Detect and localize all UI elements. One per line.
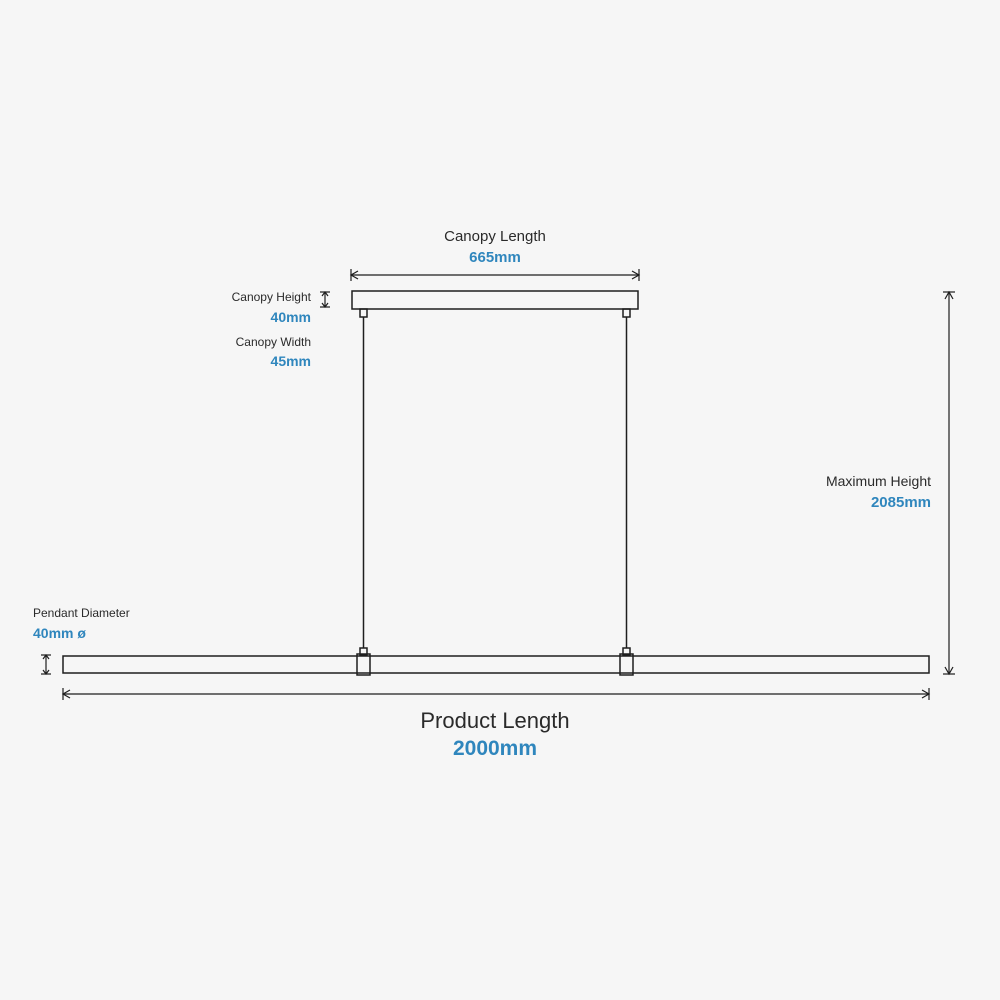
canopy-height-value: 40mm: [270, 309, 311, 325]
pendant-clamp-left: [356, 653, 371, 676]
pendant-diameter-label: Pendant Diameter: [33, 606, 130, 620]
pendant-clamp-right: [619, 653, 634, 676]
canopy-mount-left: [359, 308, 368, 318]
wire-grip-right: [622, 647, 631, 656]
canopy-width-label: Canopy Width: [235, 335, 311, 349]
canopy-height-label: Canopy Height: [231, 290, 311, 304]
pendant-bar: [62, 655, 930, 674]
product-length-label: Product Length: [420, 708, 570, 733]
maximum-height-label: Maximum Height: [825, 473, 931, 489]
pendant-diameter-value: 40mm ø: [33, 625, 86, 641]
canopy-height-dimension-line: [320, 291, 330, 308]
canopy-length-value: 665mm: [469, 249, 521, 266]
product-length-dimension-line: [61, 688, 931, 700]
canopy-width-value: 45mm: [270, 353, 311, 369]
canopy-length-dimension-line: [349, 269, 641, 281]
maximum-height-dimension-line: [943, 290, 955, 676]
pendant-diameter-dimension-line: [41, 654, 51, 675]
canopy-mount-right: [622, 308, 631, 318]
maximum-height-value: 2085mm: [870, 494, 931, 511]
canopy: [351, 290, 639, 310]
canopy-length-label: Canopy Length: [444, 228, 546, 245]
wire-grip-left: [359, 647, 368, 656]
product-length-value: 2000mm: [452, 737, 538, 760]
